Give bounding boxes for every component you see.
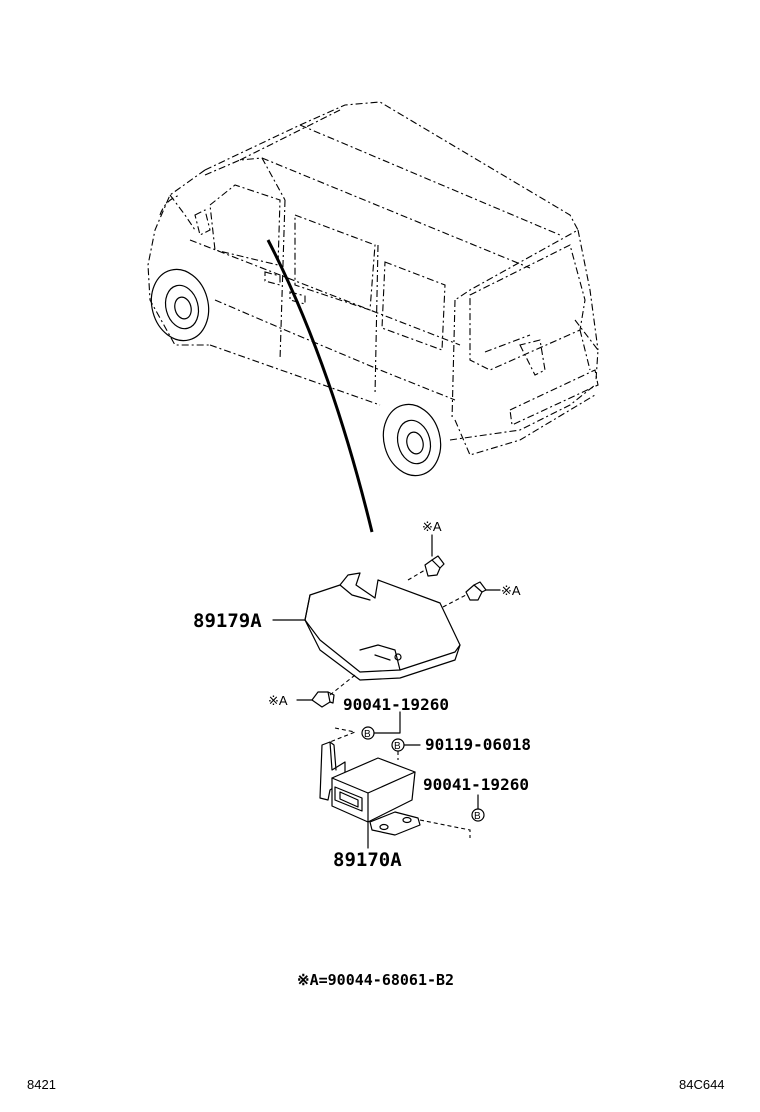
clip-mark-3: ※A (268, 693, 288, 708)
bolt-label-upper: 90041-19260 (343, 695, 449, 714)
clip-icon (407, 534, 445, 581)
part-label-cover: 89179A (193, 610, 262, 632)
svg-text:B: B (474, 811, 481, 822)
ecu-part (319, 727, 471, 849)
clip-icon (296, 674, 356, 708)
clip-mark-1: ※A (422, 519, 442, 534)
bolt-marker-lower: B (471, 794, 485, 822)
bolt-marker-middle: B (391, 738, 421, 760)
svg-text:B: B (394, 741, 401, 752)
legend-note: ※A=90044-68061-B2 (297, 971, 454, 989)
clip-icon (442, 581, 501, 608)
svg-text:B: B (364, 729, 371, 740)
bolt-label-lower: 90041-19260 (423, 775, 529, 794)
bolt-label-middle: 90119-06018 (425, 735, 531, 754)
cover-part (304, 572, 461, 681)
clip-mark-2: ※A (501, 583, 521, 598)
van-illustration (147, 101, 599, 533)
part-label-ecu: 89170A (333, 849, 402, 871)
footer-right-code: 84C644 (679, 1077, 725, 1092)
bolt-marker-upper: B (361, 711, 401, 740)
footer-left-code: 8421 (27, 1077, 56, 1092)
